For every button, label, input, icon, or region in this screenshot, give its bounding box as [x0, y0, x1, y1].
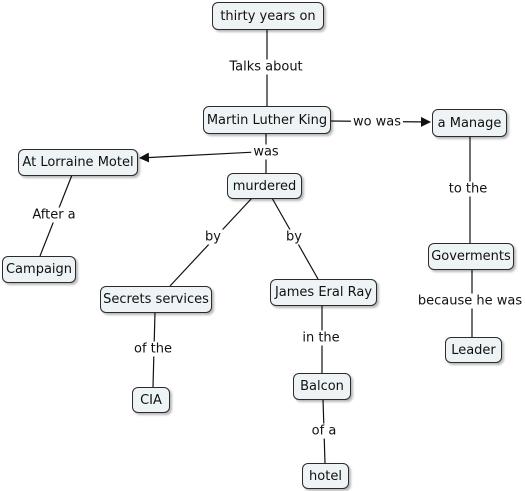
link-label-by-right: by	[284, 229, 304, 245]
concept-leader[interactable]: Leader	[445, 337, 502, 363]
link-label-by-left: by	[203, 229, 223, 245]
link-label-in-the: in the	[300, 330, 342, 346]
link-label-after-a: After a	[30, 207, 78, 223]
concept-james-eral-ray[interactable]: James Eral Ray	[270, 279, 377, 306]
link-was-lorraine	[139, 151, 257, 163]
concept-cia[interactable]: CIA	[132, 387, 170, 413]
concept-murdered[interactable]: murdered	[227, 173, 302, 199]
link-label-wo-was: wo was	[350, 114, 404, 130]
concept-at-lorraine-motel[interactable]: At Lorraine Motel	[18, 149, 138, 176]
concept-martin-luther-king[interactable]: Martin Luther King	[203, 106, 331, 134]
concept-balcon[interactable]: Balcon	[293, 373, 351, 400]
concept-thirty-years-on[interactable]: thirty years on	[212, 2, 324, 30]
link-label-of-a: of a	[309, 423, 339, 439]
link-label-of-the: of the	[132, 341, 174, 357]
concept-a-manage[interactable]: a Manage	[432, 109, 507, 137]
link-label-because: because he was	[415, 293, 525, 309]
concept-goverments[interactable]: Goverments	[428, 243, 514, 270]
link-label-was: was	[251, 144, 281, 160]
concept-secrets-services[interactable]: Secrets services	[100, 286, 212, 313]
concept-hotel[interactable]: hotel	[302, 463, 349, 489]
concept-campaign[interactable]: Campaign	[2, 256, 76, 283]
link-label-to-the: to the	[446, 181, 490, 197]
link-label-talks-about: Talks about	[227, 59, 305, 75]
